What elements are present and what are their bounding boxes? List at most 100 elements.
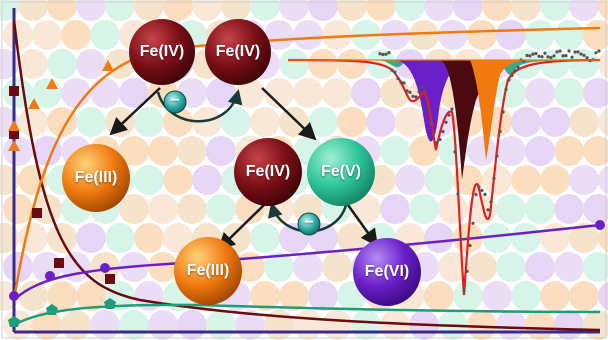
spectrum-point: [417, 90, 421, 94]
spectrum-point: [531, 52, 535, 56]
spectrum-point: [432, 130, 436, 134]
background-ball: [250, 107, 280, 137]
background-ball: [554, 194, 584, 224]
background-ball: [3, 20, 33, 50]
background-ball: [293, 20, 323, 50]
data-point: [46, 78, 58, 89]
spectrum-fill-orange: [470, 60, 540, 160]
background-ball: [453, 0, 483, 21]
spectrum-point: [423, 89, 427, 93]
background-ball: [467, 252, 497, 282]
spectrum-point: [558, 49, 562, 53]
background-ball: [583, 78, 608, 108]
electron-transfer-arrow-top: [156, 89, 243, 123]
spectrum-point: [561, 54, 565, 58]
spectrum-point: [456, 192, 460, 196]
background-ball: [322, 310, 352, 340]
data-point: [102, 60, 114, 71]
background-ball: [308, 49, 338, 79]
background-ball: [511, 107, 541, 137]
background-ball: [351, 310, 381, 340]
background-ball: [540, 165, 570, 195]
background-ball: [119, 136, 149, 166]
background-ball: [250, 281, 280, 311]
background-ball: [18, 281, 48, 311]
background-ball: [32, 136, 62, 166]
background-ball: [496, 20, 526, 50]
arrow-to-fe-iii-2: [217, 204, 265, 251]
background-ball: [177, 310, 207, 340]
background-ball: [61, 310, 91, 340]
background-ball: [438, 194, 468, 224]
background-ball: [61, 78, 91, 108]
background-ball: [250, 0, 280, 21]
spectrum-point: [474, 192, 478, 197]
spectrum-point: [534, 51, 538, 56]
background-ball: [569, 281, 599, 311]
background-ball: [380, 194, 410, 224]
spectrum-point: [510, 73, 514, 78]
spectrum-point: [435, 140, 439, 145]
fe-iv-decay-curve: [12, 19, 601, 332]
background-ball: [250, 223, 280, 253]
background-ball: [163, 165, 193, 195]
background-ball: [482, 0, 512, 21]
spectrum-point: [444, 120, 448, 124]
spectrum-point: [486, 208, 490, 212]
spectrum-point: [393, 70, 397, 74]
background-ball: [569, 223, 599, 253]
spectrum-point: [381, 52, 385, 57]
spectrum-point: [567, 49, 571, 53]
background-ball: [148, 252, 178, 282]
data-point: [45, 271, 55, 281]
fe-vi-growth-curve: [13, 223, 601, 301]
spectrum-point: [564, 53, 568, 58]
background-ball: [0, 49, 19, 79]
background-ball: [525, 136, 555, 166]
fe-vi-sphere: [353, 238, 421, 306]
fe-iv-sphere-a: [129, 19, 195, 85]
background-ball: [3, 252, 33, 282]
spectrum-point: [426, 106, 430, 110]
data-point: [54, 258, 64, 268]
background-ball: [134, 165, 164, 195]
background-ball: [105, 107, 135, 137]
background-ball: [47, 0, 77, 21]
fe-iii-sphere-b: [174, 237, 242, 305]
fe-v-sphere: [307, 138, 375, 206]
background-ball: [76, 223, 106, 253]
background-ball: [76, 107, 106, 137]
background-ball: [308, 107, 338, 137]
background-ball: [540, 281, 570, 311]
background-ball: [264, 252, 294, 282]
background-ball: [409, 20, 439, 50]
background-ball: [0, 223, 19, 253]
background-ball: [177, 136, 207, 166]
background-ball: [322, 252, 352, 282]
spectrum-point: [597, 49, 601, 53]
spectrum-point: [483, 192, 487, 196]
background-ball: [409, 194, 439, 224]
electron-icon: [163, 90, 187, 114]
background-ball: [206, 194, 236, 224]
fe-iv-sphere-b: [205, 19, 271, 85]
background-ball: [511, 165, 541, 195]
spectrum-point: [405, 89, 409, 93]
background-ball: [366, 107, 396, 137]
background-ball: [206, 310, 236, 340]
background-ball: [308, 281, 338, 311]
background-ball: [279, 281, 309, 311]
background-ball: [482, 165, 512, 195]
data-point: [9, 291, 19, 301]
background-ball: [496, 310, 526, 340]
background-ball: [511, 281, 541, 311]
background-ball: [438, 252, 468, 282]
background-ball: [337, 49, 367, 79]
spectrum-point: [513, 69, 517, 73]
background-ball: [119, 194, 149, 224]
background-ball: [395, 165, 425, 195]
background-ball: [163, 223, 193, 253]
reaction-arrows: [109, 87, 379, 251]
background-ball: [105, 0, 135, 21]
